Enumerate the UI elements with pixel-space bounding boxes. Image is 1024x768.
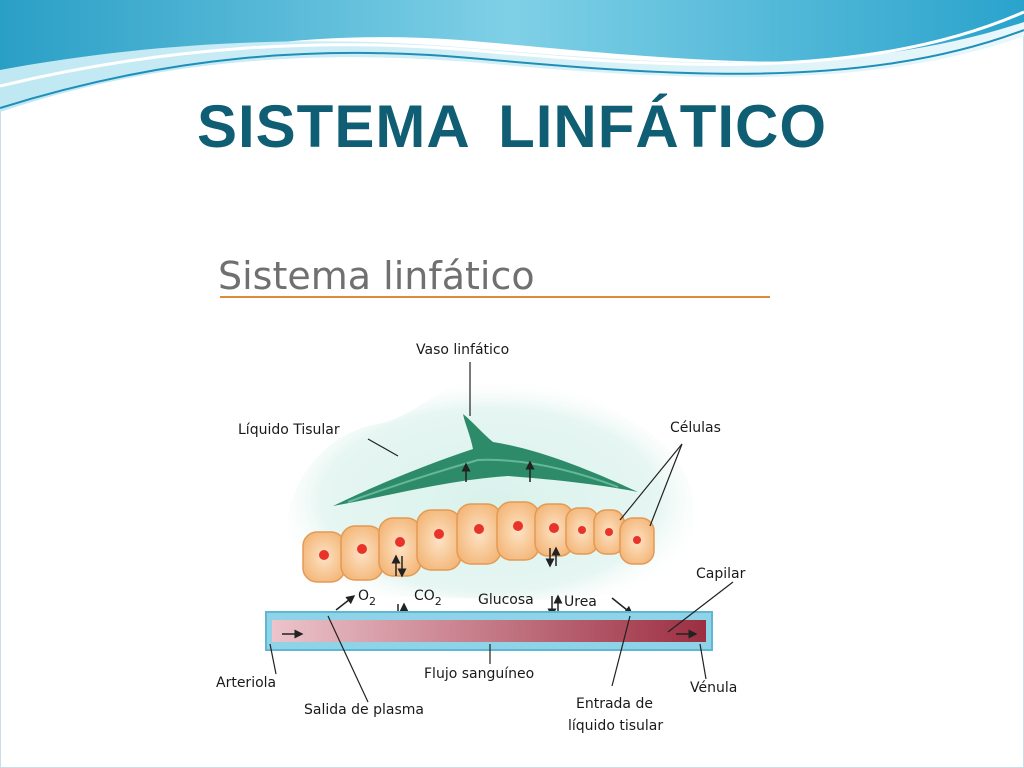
lymphatic-vessel-highlight xyxy=(347,458,619,503)
cell-nucleus xyxy=(633,536,641,544)
label-urea: Urea xyxy=(564,594,597,610)
label-entrada-line2: líquido tisular xyxy=(568,718,663,734)
cell-nucleus xyxy=(605,528,613,536)
cell-nucleus xyxy=(434,529,444,539)
label-glucosa: Glucosa xyxy=(478,592,534,608)
label-entrada-line1: Entrada de xyxy=(576,696,653,712)
label-liquido-tisular: Líquido Tisular xyxy=(238,422,340,438)
label-celulas: Células xyxy=(670,420,721,436)
cell-nucleus xyxy=(357,544,367,554)
blood-flow xyxy=(272,620,706,642)
cell xyxy=(416,509,462,571)
cell-nucleus xyxy=(474,524,484,534)
cell-nucleus xyxy=(513,521,523,531)
figure-title: Sistema linfático xyxy=(218,254,535,298)
leader-lines xyxy=(269,362,734,703)
cells-row xyxy=(302,501,655,583)
slide-title: SISTEMA LINFÁTICO xyxy=(196,93,828,160)
header-wave-highlight xyxy=(0,22,1024,112)
header-wave-line-white xyxy=(0,10,1024,88)
label-o2: O2 xyxy=(358,588,376,608)
cell-nucleus xyxy=(549,523,559,533)
header-wave xyxy=(0,0,1024,105)
label-flujo-sanguineo: Flujo sanguíneo xyxy=(424,666,534,682)
label-co2: CO2 xyxy=(414,588,442,608)
header-wave-line xyxy=(0,29,1024,109)
label-capilar: Capilar xyxy=(696,566,746,582)
cell-nucleus xyxy=(395,537,405,547)
cell-nucleus xyxy=(578,526,586,534)
lymphatic-system-figure: Sistema linfático xyxy=(208,244,776,752)
cell-nucleus xyxy=(319,550,329,560)
lymphatic-diagram: Sistema linfático xyxy=(208,244,776,752)
label-venula: Vénula xyxy=(690,680,737,696)
label-vaso-linfatico: Vaso linfático xyxy=(416,342,509,358)
label-salida-de-plasma: Salida de plasma xyxy=(304,702,424,718)
label-arteriola: Arteriola xyxy=(216,675,276,691)
